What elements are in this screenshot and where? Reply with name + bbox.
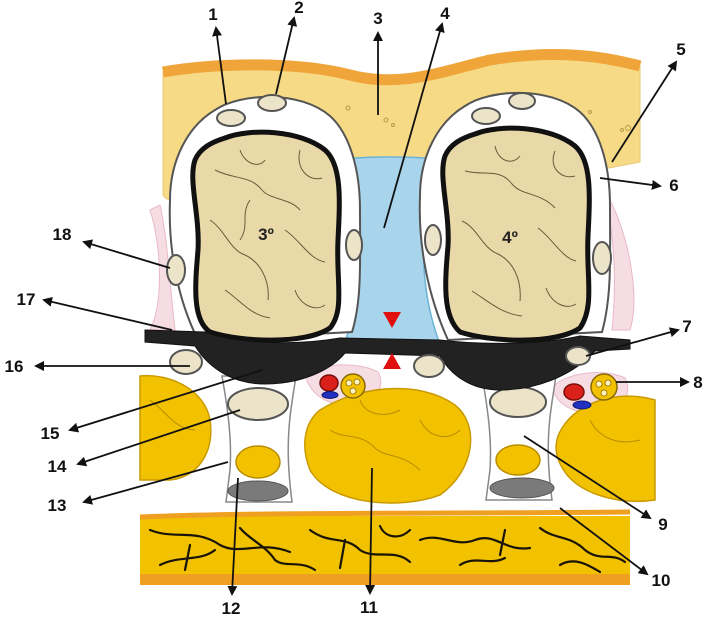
flexor-tendon-12 [236,446,280,478]
label-11: 11 [360,598,378,617]
flexor-sheath-third [222,376,296,502]
red-triangle-up-marker [383,353,401,369]
label-12: 12 [222,599,241,618]
label-15: 15 [41,424,60,443]
grey-pulley-right [490,478,554,498]
label-17: 17 [17,290,36,309]
label-8: 8 [693,373,702,392]
label-7: 7 [682,317,691,336]
sheath-oval-14 [228,388,288,420]
label-9: 9 [658,515,667,534]
sheath-oval-9 [490,387,546,417]
vein-right [573,401,591,409]
label-6: 6 [669,176,678,195]
dorsal-oval-3 [472,108,500,124]
lateral-oval-4 [593,242,611,274]
bottom-skin-bottom-border [140,574,630,585]
label-14: 14 [48,457,67,476]
dorsal-oval-1 [217,110,245,126]
palmar-oval-16 [170,350,202,374]
dorsal-oval-2 [258,95,286,111]
dorsal-oval-4 [509,93,535,109]
label-2: 2 [294,0,303,17]
third-metacarpal [170,97,360,340]
leader-arrow-18 [84,242,170,268]
label-13: 13 [48,496,67,515]
artery-left [320,375,338,391]
bottom-skin-fill [140,516,630,576]
label-1: 1 [208,5,217,24]
leader-arrow-17 [44,300,172,330]
lateral-oval-3 [425,225,441,255]
label-10: 10 [652,571,671,590]
artery-right [564,384,584,400]
bottom-skin [140,512,630,585]
yellow-region-right [556,396,655,501]
fourth-metacarpal [420,93,610,340]
label-16: 16 [5,357,24,376]
bone-label-third: 3º [258,225,274,244]
label-4: 4 [440,4,450,23]
vein-left [322,392,338,399]
flexor-tendon-right [496,445,540,475]
label-18: 18 [53,225,72,244]
lateral-oval-18 [167,255,185,285]
flexor-tendon-central [305,389,471,503]
flexor-sheath-fourth [482,376,556,500]
label-5: 5 [676,40,685,59]
label-3: 3 [373,9,382,28]
lateral-oval-2 [346,230,362,260]
palmar-oval-center [414,355,444,377]
yellow-region-left [140,376,211,480]
bone-label-fourth: 4º [502,228,518,247]
